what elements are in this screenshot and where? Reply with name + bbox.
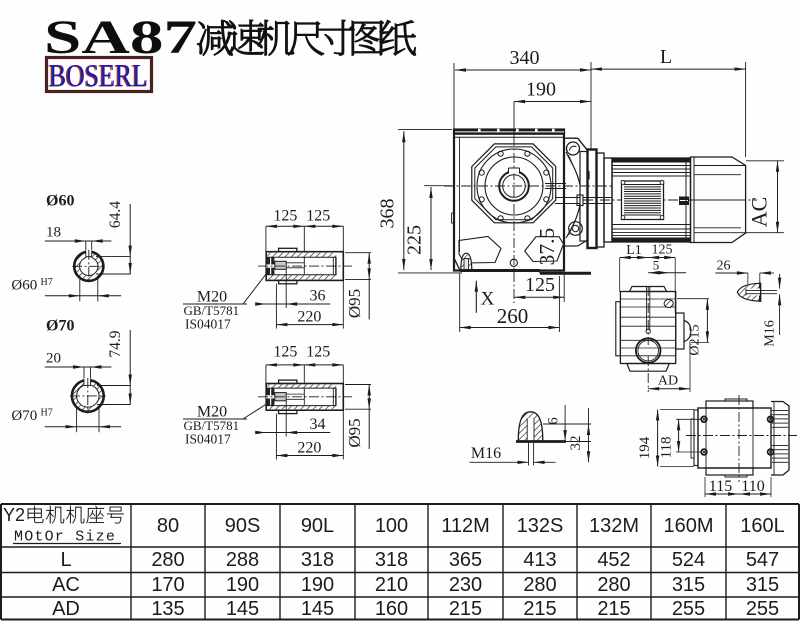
svg-text:37.5: 37.5 — [535, 228, 559, 266]
svg-text:145: 145 — [226, 598, 259, 620]
svg-text:L1: L1 — [626, 243, 642, 258]
svg-text:Ø95: Ø95 — [345, 289, 364, 318]
svg-text:26: 26 — [717, 259, 731, 274]
svg-text:125: 125 — [652, 243, 673, 258]
svg-text:AD: AD — [658, 374, 678, 389]
svg-text:36: 36 — [310, 288, 326, 305]
svg-text:190: 190 — [301, 574, 334, 596]
svg-text:132S: 132S — [517, 515, 564, 537]
svg-text:225: 225 — [404, 225, 426, 255]
svg-text:215: 215 — [597, 598, 630, 620]
svg-text:80: 80 — [157, 515, 179, 537]
svg-text:230: 230 — [449, 574, 482, 596]
svg-text:215: 215 — [523, 598, 556, 620]
svg-text:160M: 160M — [663, 515, 713, 537]
svg-text:H7: H7 — [41, 408, 53, 419]
svg-text:288: 288 — [226, 549, 259, 571]
svg-text:160L: 160L — [740, 515, 785, 537]
svg-text:34: 34 — [310, 416, 326, 433]
svg-text:MOtOr Size: MOtOr Size — [14, 529, 116, 546]
svg-text:365: 365 — [449, 549, 482, 571]
svg-text:BOSERL: BOSERL — [48, 58, 147, 94]
svg-text:255: 255 — [746, 598, 779, 620]
svg-text:368: 368 — [377, 199, 399, 229]
svg-text:194: 194 — [637, 436, 653, 459]
svg-text:M16: M16 — [763, 320, 778, 346]
svg-text:H7: H7 — [41, 277, 53, 288]
svg-text:IS04017: IS04017 — [185, 317, 231, 332]
svg-text:X: X — [481, 289, 495, 310]
svg-text:M16: M16 — [471, 445, 501, 462]
svg-text:L: L — [60, 549, 71, 571]
svg-text:Ø60: Ø60 — [11, 277, 37, 293]
svg-text:280: 280 — [151, 549, 184, 571]
svg-text:IS04017: IS04017 — [185, 432, 231, 447]
svg-text:452: 452 — [597, 549, 630, 571]
svg-text:315: 315 — [746, 574, 779, 596]
svg-text:220: 220 — [297, 440, 321, 457]
svg-text:132M: 132M — [589, 515, 639, 537]
svg-text:20: 20 — [46, 351, 61, 367]
svg-text:215: 215 — [449, 598, 482, 620]
svg-text:220: 220 — [297, 309, 321, 326]
svg-text:AD: AD — [52, 598, 80, 620]
svg-text:Ø70: Ø70 — [11, 408, 37, 424]
svg-text:GB/T5781: GB/T5781 — [184, 418, 240, 433]
svg-text:547: 547 — [746, 549, 779, 571]
svg-text:340: 340 — [510, 47, 540, 69]
svg-text:260: 260 — [497, 304, 529, 328]
svg-text:90S: 90S — [225, 515, 261, 537]
svg-text:Y2: Y2 — [3, 505, 25, 525]
svg-text:L: L — [660, 46, 672, 68]
svg-text:AC: AC — [747, 197, 772, 228]
svg-text:Ø95: Ø95 — [345, 418, 364, 447]
svg-text:318: 318 — [375, 549, 408, 571]
svg-text:280: 280 — [523, 574, 556, 596]
svg-text:190: 190 — [226, 574, 259, 596]
svg-text:135: 135 — [151, 598, 184, 620]
svg-text:315: 315 — [672, 574, 705, 596]
svg-text:115: 115 — [709, 478, 732, 495]
svg-text:125: 125 — [273, 343, 297, 360]
svg-text:GB/T5781: GB/T5781 — [184, 303, 240, 318]
svg-text:190: 190 — [526, 79, 556, 101]
svg-text:125: 125 — [525, 274, 555, 296]
svg-text:6: 6 — [546, 417, 562, 425]
svg-text:90L: 90L — [301, 515, 334, 537]
svg-text:AC: AC — [52, 574, 80, 596]
svg-text:112M: 112M — [441, 515, 490, 537]
svg-text:Ø70: Ø70 — [46, 318, 74, 335]
svg-text:SA87: SA87 — [44, 10, 197, 63]
svg-text:318: 318 — [301, 549, 334, 571]
svg-text:Ø60: Ø60 — [46, 193, 74, 210]
svg-text:18: 18 — [46, 225, 61, 241]
svg-text:118: 118 — [659, 437, 675, 459]
svg-text:170: 170 — [151, 574, 184, 596]
svg-text:Ø215: Ø215 — [688, 324, 703, 355]
svg-text:125: 125 — [306, 343, 330, 360]
svg-text:100: 100 — [375, 515, 408, 537]
svg-text:413: 413 — [523, 549, 556, 571]
svg-text:125: 125 — [306, 208, 330, 225]
svg-text:255: 255 — [672, 598, 705, 620]
svg-text:280: 280 — [597, 574, 630, 596]
svg-text:210: 210 — [375, 574, 408, 596]
svg-text:524: 524 — [672, 549, 705, 571]
svg-text:145: 145 — [301, 598, 334, 620]
svg-text:110: 110 — [741, 478, 764, 495]
svg-text:32: 32 — [568, 436, 584, 451]
svg-text:M20: M20 — [197, 289, 227, 306]
svg-text:74.9: 74.9 — [107, 330, 124, 357]
svg-text:125: 125 — [273, 208, 297, 225]
svg-text:5: 5 — [653, 258, 660, 273]
svg-text:BOSERL: BOSERL — [49, 57, 148, 93]
svg-text:64.4: 64.4 — [107, 201, 124, 228]
svg-text:M20: M20 — [197, 404, 227, 421]
svg-text:160: 160 — [375, 598, 408, 620]
